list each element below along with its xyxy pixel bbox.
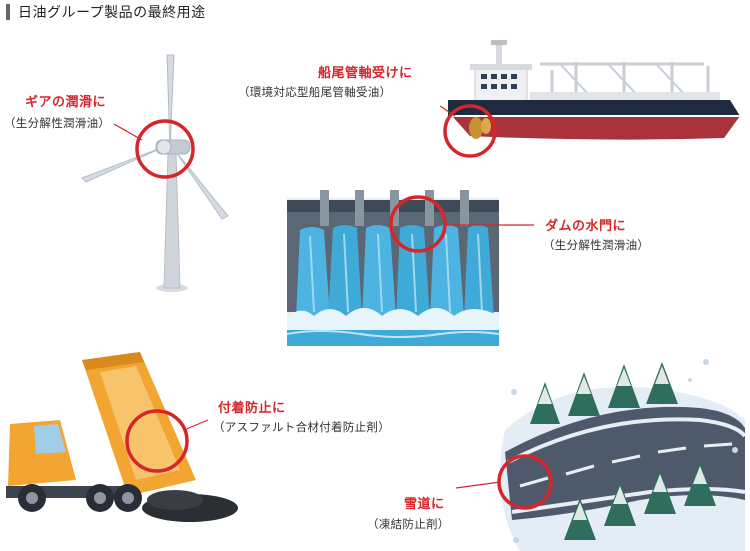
dam-sublabel: （生分解性潤滑油） <box>543 238 650 252</box>
dump-truck-illustration <box>6 352 238 522</box>
truck-highlight-ring <box>125 409 189 473</box>
dam-highlight-ring <box>389 195 447 253</box>
wind-label: ギアの潤滑に <box>25 95 107 110</box>
truck-sublabel: （アスファルト合材付着防止剤） <box>213 420 390 434</box>
snow-highlight-ring <box>497 454 553 510</box>
highlight-rings <box>125 104 553 510</box>
ship-label: 船尾管軸受けに <box>318 66 413 81</box>
header: 日油グループ製品の最終用途 <box>6 3 206 21</box>
snow-label: 雪道に <box>404 497 445 512</box>
snow-sublabel: （凍結防止剤） <box>367 517 450 531</box>
ship-highlight-ring <box>443 104 497 158</box>
wind-turbine-illustration <box>81 54 229 292</box>
title-marker <box>6 4 10 20</box>
truck-label: 付着防止に <box>218 401 286 416</box>
ship-sublabel: （環境対応型船尾管軸受油） <box>238 85 392 99</box>
wind-highlight-ring <box>135 119 195 179</box>
snowy-road-illustration <box>500 359 747 551</box>
page-title: 日油グループ製品の最終用途 <box>18 5 206 21</box>
ship-illustration <box>448 40 740 140</box>
dam-label: ダムの水門に <box>545 219 627 234</box>
wind-sublabel: （生分解性潤滑油） <box>4 116 111 130</box>
